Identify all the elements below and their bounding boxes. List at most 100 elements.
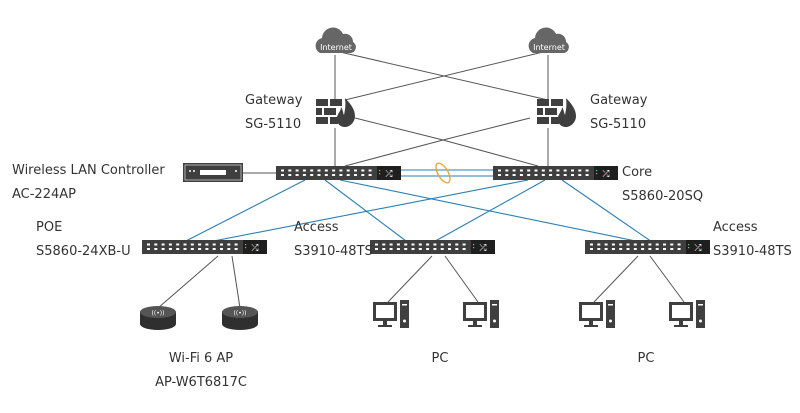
switch-shuffle-icon: ⤮	[602, 170, 609, 180]
switch-port	[368, 174, 372, 176]
access-2-label: Access S3910-48TS	[713, 216, 792, 264]
access-1-role: Access	[294, 220, 339, 235]
switch-port	[354, 174, 357, 176]
switch-port	[578, 174, 582, 176]
switch-port	[161, 248, 165, 250]
switch-port	[190, 248, 194, 250]
switch-port	[339, 169, 343, 172]
internet-left-label: Internet	[320, 43, 352, 52]
access-switch-2-icon[interactable]: ⤮	[585, 240, 710, 254]
switch-port	[611, 248, 615, 250]
switch-port	[147, 248, 150, 250]
gateway-left-label: Gateway SG-5110	[245, 89, 302, 137]
switch-port	[527, 169, 531, 172]
gateway-right-role: Gateway	[590, 93, 648, 108]
pc-1-icon[interactable]	[373, 300, 409, 328]
pc-group-2-role: PC	[637, 351, 655, 366]
switch-port	[332, 169, 336, 172]
switch-port	[626, 248, 630, 250]
switch-port	[346, 174, 350, 176]
switch-port	[655, 243, 659, 246]
poe-switch-icon[interactable]: ⤮	[142, 240, 267, 254]
switch-port	[597, 248, 601, 250]
switch-port	[670, 243, 674, 246]
core-role: Core	[622, 165, 653, 180]
gateway-left-model: SG-5110	[245, 117, 302, 132]
access-1-label: Access S3910-48TS	[294, 216, 373, 264]
switch-port	[404, 243, 408, 246]
switch-port	[198, 248, 202, 250]
switch-port	[302, 174, 306, 176]
switch-port	[455, 248, 459, 250]
switch-port	[633, 243, 637, 246]
pc-4-icon[interactable]	[669, 300, 705, 328]
switch-port	[205, 243, 209, 246]
switch-port	[448, 243, 451, 246]
switch-port	[418, 248, 422, 250]
switch-port	[389, 248, 393, 250]
switch-port	[418, 243, 422, 246]
switch-port	[648, 243, 652, 246]
switch-port	[147, 243, 150, 246]
switch-port	[154, 243, 158, 246]
link-core-left-poe	[179, 179, 306, 245]
access-point-1-icon[interactable]: ((•))	[140, 306, 176, 330]
switch-port	[448, 248, 451, 250]
access-2-model: S3910-48TS	[713, 244, 792, 259]
switch-port	[505, 174, 509, 176]
link-gateway-left-cross	[354, 117, 444, 141]
switch-port	[556, 169, 560, 172]
switch-port	[168, 248, 172, 250]
gateway-right-model: SG-5110	[590, 117, 647, 132]
link-cross-core-left	[344, 139, 444, 167]
core-switch-left-icon[interactable]: ⤮	[276, 166, 401, 180]
switch-port	[611, 243, 615, 246]
gateway-left-firewall-icon[interactable]	[316, 98, 355, 127]
switch-port	[317, 174, 321, 176]
switch-port	[626, 243, 630, 246]
wlc-controller-icon[interactable]	[183, 163, 243, 182]
switch-port	[332, 174, 336, 176]
access-switch-1-icon[interactable]: ⤮	[370, 240, 495, 254]
gateway-right-firewall-icon[interactable]	[537, 98, 576, 127]
internet-right-cloud-icon[interactable]	[528, 27, 569, 53]
ap-label: Wi-Fi 6 AP AP-W6T6817C	[140, 347, 262, 395]
switch-port	[190, 243, 194, 246]
switch-port	[549, 174, 553, 176]
link-access2-pc2	[649, 255, 685, 303]
switch-port	[375, 243, 378, 246]
lag-ring-icon	[435, 162, 451, 184]
switch-port	[382, 243, 386, 246]
switch-port	[411, 248, 415, 250]
switch-port	[604, 248, 608, 250]
switch-port	[619, 243, 623, 246]
switch-port	[571, 169, 574, 172]
switch-port	[641, 248, 645, 250]
svg-text:((•)): ((•))	[152, 310, 165, 317]
switch-port	[578, 169, 582, 172]
switch-port	[220, 248, 223, 250]
link-access1-pc1	[387, 255, 433, 303]
pc-group-1-label: PC	[400, 347, 480, 371]
switch-port	[288, 169, 292, 172]
switch-port	[590, 243, 593, 246]
switch-port	[440, 243, 444, 246]
switch-port	[317, 169, 321, 172]
pc-2-icon[interactable]	[463, 300, 499, 328]
switch-port	[281, 169, 284, 172]
pc-3-icon[interactable]	[579, 300, 615, 328]
core-switch-right-icon[interactable]: ⤮	[493, 166, 618, 180]
poe-label: POE S5860-24XB-U	[36, 216, 131, 264]
switch-port	[310, 174, 314, 176]
switch-port	[227, 248, 231, 250]
switch-port	[670, 248, 674, 250]
access-point-2-icon[interactable]: ((•))	[222, 306, 258, 330]
switch-port	[556, 174, 560, 176]
switch-port	[498, 174, 501, 176]
core-model: S5860-20SQ	[622, 189, 704, 204]
switch-port	[288, 174, 292, 176]
internet-left-cloud-icon[interactable]	[315, 27, 356, 53]
pc-group-1-role: PC	[431, 351, 449, 366]
switch-port	[382, 248, 386, 250]
switch-port	[633, 248, 637, 250]
